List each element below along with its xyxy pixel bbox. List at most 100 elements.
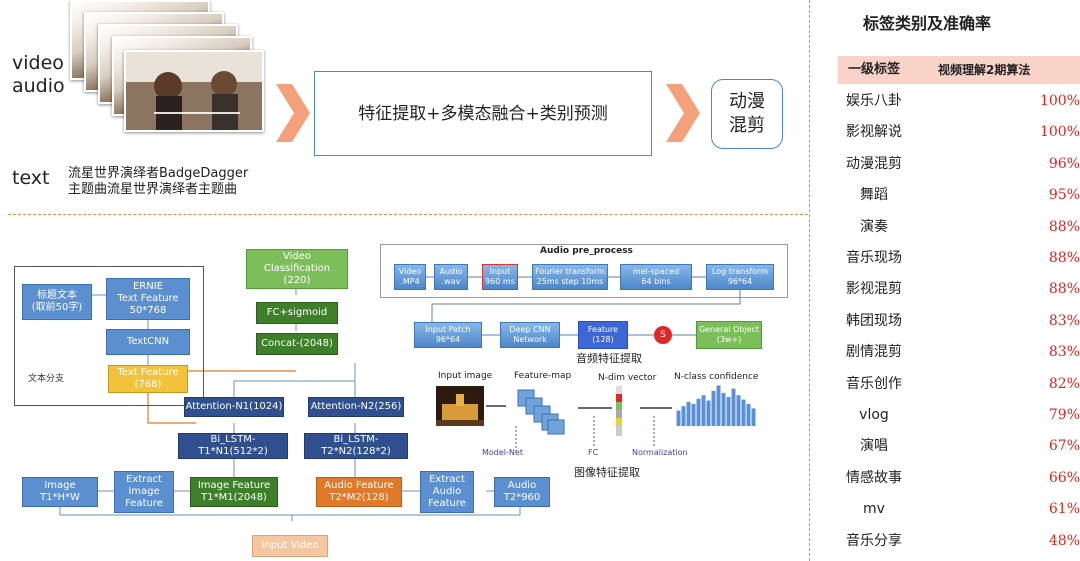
table-cell-value: 83%	[1048, 312, 1080, 329]
audio-step-video: Video .MP4	[394, 264, 426, 290]
audio-preprocess-frame	[380, 244, 788, 298]
table-cell-label: 音乐现场	[846, 250, 902, 266]
table-cell-value: 83%	[1048, 344, 1080, 361]
confidence-bar	[746, 404, 751, 426]
input-video-box: Input Video	[252, 535, 328, 557]
ernie-box: ERNIE Text Feature 50*768	[106, 278, 190, 320]
text-feature-box: Text Feature (768)	[108, 365, 188, 393]
input-image-thumbnail	[436, 386, 484, 426]
table-cell-label: 音乐创作	[846, 375, 902, 392]
audio-label: audio	[12, 75, 65, 97]
confidence-bar	[736, 395, 741, 426]
table-cell-label: 影视解说	[846, 124, 902, 141]
arrow-right-icon	[666, 84, 700, 142]
confidence-bar	[711, 390, 716, 426]
fc-sigmoid-box: FC+sigmoid	[256, 302, 338, 324]
table-row: 演唱 67%	[838, 431, 1080, 462]
audio-box: Audio T2*960	[494, 477, 550, 507]
table-cell-value: 66%	[1048, 469, 1080, 486]
table-cell-label: 音乐分享	[846, 532, 902, 549]
table-cell-value: 61%	[1048, 501, 1080, 518]
image-label-fc: FC	[588, 448, 599, 457]
bilstm1-box: Bi_LSTM- T1*N1(512*2)	[178, 433, 288, 459]
attention1-box: Attention-N1(1024)	[184, 397, 284, 417]
image-box: Image T1*H*W	[22, 477, 98, 507]
table-header-label: 一级标签	[847, 62, 900, 77]
extract-audio-box: Extract Audio Feature	[420, 471, 474, 513]
text-line-1: 流星世界演绎者BadgeDagger	[68, 166, 249, 181]
table-cell-value: 82%	[1048, 375, 1080, 392]
audio-general-object: General Object (3w+)	[696, 321, 762, 349]
anime-frame-image	[126, 52, 262, 130]
video-classification-box: Video Classification (220)	[246, 249, 348, 289]
confidence-bar	[681, 406, 686, 426]
table-cell-value: 95%	[1048, 187, 1080, 204]
audio-feature-box: Audio Feature T2*M2(128)	[316, 477, 402, 507]
table-row: 娱乐八卦 100%	[838, 86, 1080, 117]
model-connectors	[59, 285, 521, 521]
table-cell-value: 79%	[1048, 407, 1080, 423]
image-caption: 图像特征提取	[574, 466, 640, 479]
video-frame-5	[124, 50, 264, 132]
table-cell-label: 舞蹈	[860, 187, 888, 204]
image-label-featuremap: Feature-map	[514, 371, 572, 381]
image-label-ndim: N-dim vector	[598, 373, 657, 383]
image-label-confidence: N-class confidence	[674, 372, 759, 382]
process-box: 特征提取+多模态融合+类别预测	[314, 71, 652, 156]
table-cell-value: 48%	[1048, 532, 1080, 549]
audio-step-mel: mel-spaced 64 bins	[620, 264, 692, 290]
table-cell-label: 娱乐八卦	[846, 93, 902, 109]
table-cell-label: 影视混剪	[846, 281, 902, 298]
table-cell-label: 剧情混剪	[846, 344, 902, 361]
audio-preprocess-title: Audio pre_process	[540, 246, 633, 256]
table-cell-label: 动漫混剪	[846, 155, 902, 172]
arrow-right-icon	[276, 84, 310, 142]
confidence-bar	[716, 385, 721, 426]
table-title: 标签类别及准确率	[863, 14, 992, 33]
table-row: 音乐分享 48%	[838, 526, 1080, 557]
attention2-box: Attention-N2(256)	[308, 397, 404, 417]
dashed-separator	[8, 214, 808, 215]
confidence-bar	[701, 395, 706, 426]
textcnn-box: TextCNN	[106, 329, 190, 355]
table-row: 剧情混剪 83%	[838, 337, 1080, 368]
audio-caption: 音频特征提取	[576, 352, 642, 365]
table-cell-value: 100%	[1039, 93, 1080, 109]
table-cell-label: mv	[863, 501, 885, 518]
confidence-bar	[696, 398, 701, 426]
table-row: 动漫混剪 96%	[838, 149, 1080, 180]
audio-step-audio: Audio .wav	[434, 264, 468, 290]
confidence-bar	[686, 401, 691, 426]
audio-feature-128: Feature (128)	[578, 321, 628, 349]
confidence-bar	[751, 408, 756, 426]
table-header: 一级标签 视频理解2期算法	[838, 56, 1080, 84]
confidence-bar	[726, 397, 731, 426]
image-label-modelnet: Model-Net	[482, 448, 523, 457]
table-cell-label: 演唱	[860, 438, 888, 455]
table-row: 音乐创作 82%	[838, 369, 1080, 400]
table-cell-value: 96%	[1048, 155, 1080, 172]
concat-box: Concat-(2048)	[256, 333, 338, 355]
audio-step-input: Input 960 ms	[482, 264, 518, 290]
output-box: 动漫 混剪	[711, 79, 783, 149]
table-cell-value: 88%	[1048, 218, 1080, 235]
table-row: 情感故事 66%	[838, 463, 1080, 494]
table-cell-label: 情感故事	[846, 469, 902, 486]
confidence-bar	[706, 400, 711, 426]
confidence-bar	[731, 388, 736, 426]
table-row: 影视解说 100%	[838, 117, 1080, 148]
top-section: video audio text 流星世界演绎者BadgeDagger 主题曲流…	[0, 0, 810, 215]
image-pipeline-arrows	[486, 405, 672, 452]
table-cell-value: 100%	[1039, 124, 1080, 141]
table-cell-value: 67%	[1048, 438, 1080, 455]
image-label-input: Input image	[438, 371, 493, 381]
table-row: mv 61%	[838, 494, 1080, 525]
bilstm2-box: Bi_LSTM- T2*N2(128*2)	[304, 433, 408, 459]
n-dim-vector	[616, 386, 622, 436]
audio-step-log: Log transform 96*64	[706, 264, 774, 290]
extract-image-box: Extract Image Feature	[114, 471, 174, 513]
